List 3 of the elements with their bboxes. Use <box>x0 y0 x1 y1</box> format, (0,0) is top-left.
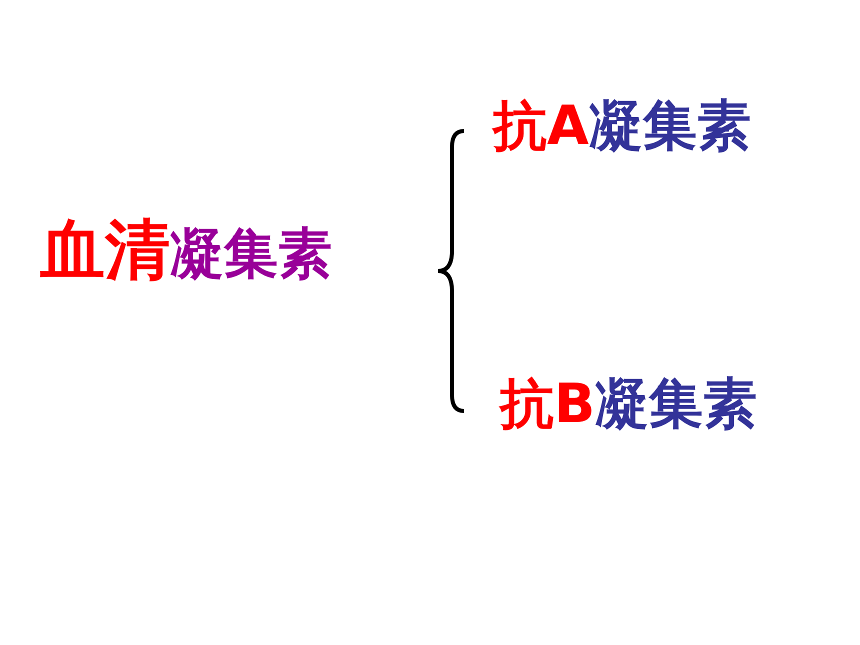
term-text: 抗B凝集素 <box>500 374 758 434</box>
term-text: 血清凝集素 <box>40 215 332 286</box>
term-text: 抗A凝集素 <box>493 96 751 156</box>
